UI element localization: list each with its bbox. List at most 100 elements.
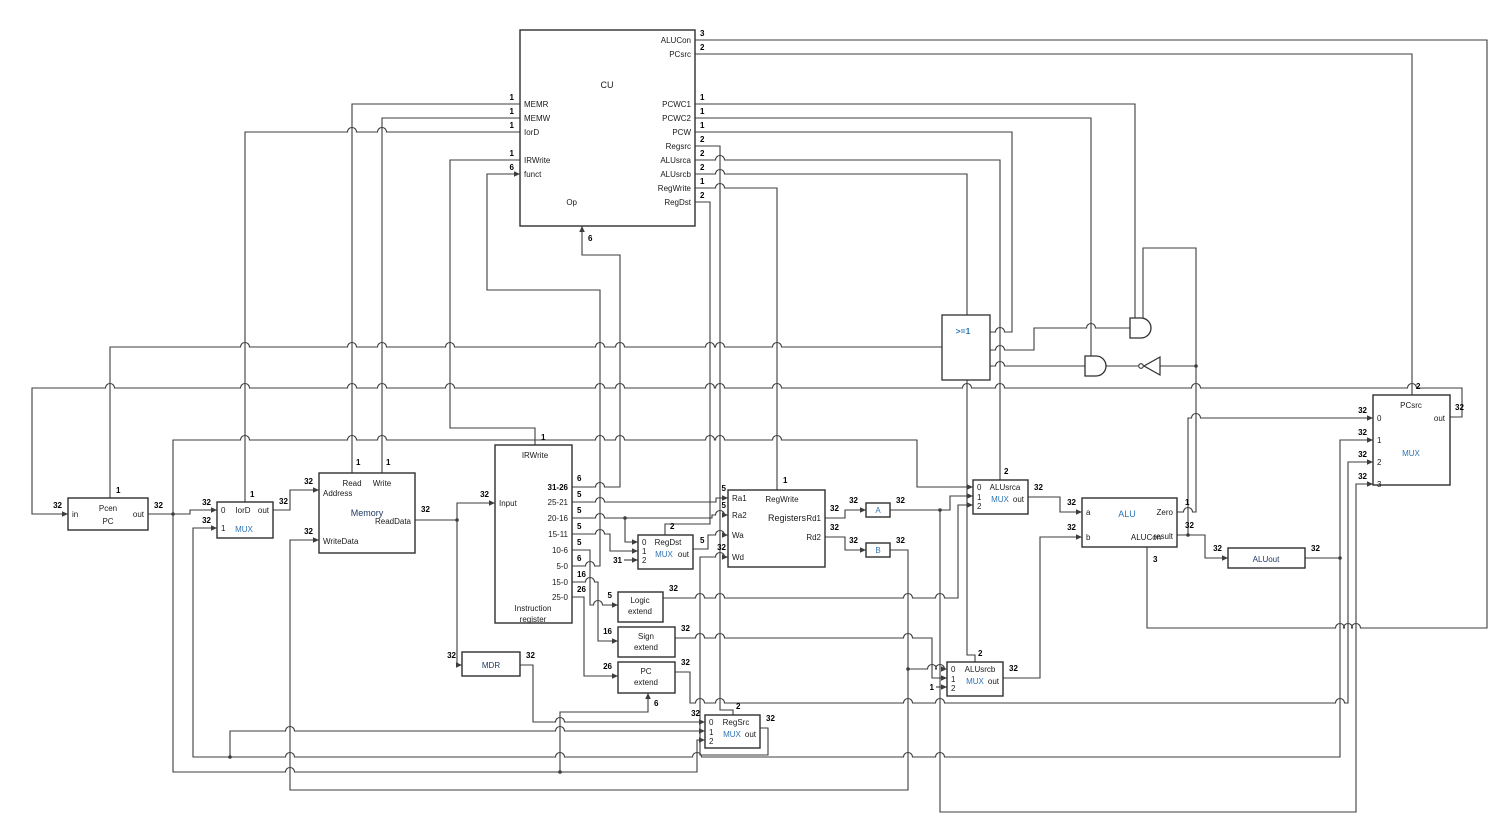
pc-extend-label: 6 (654, 699, 659, 708)
alusrca-mux-label: 0 (977, 483, 982, 492)
control-unit-label: IorD (524, 128, 539, 137)
wire-b-alusrcb0 (908, 663, 947, 670)
arrow-result-pcsrc0 (1367, 415, 1373, 421)
control-unit-label: CU (601, 80, 614, 90)
regsrc-mux-label: out (745, 730, 757, 739)
control-unit-label: Regsrc (666, 142, 691, 151)
sign-extend-box (617, 626, 676, 658)
logic-extend-label: extend (628, 607, 652, 616)
control-unit-label: 1 (510, 107, 515, 116)
instruction-register-label: 10-6 (552, 546, 569, 555)
arrow-a-alusrca1 (967, 493, 973, 499)
instruction-register-label: 20-16 (548, 514, 569, 523)
instruction-register-label: 5 (577, 522, 582, 531)
pc-extend-label: PC (640, 667, 651, 676)
memory-label: 32 (304, 477, 313, 486)
wire-alusrca-a (1028, 496, 1082, 513)
pc-register-label: Pcen (99, 504, 117, 513)
wire-regdst-ctl (664, 201, 711, 535)
arrow-aluout-iord1 (211, 525, 217, 531)
alu-label: ALUCon (1131, 533, 1161, 542)
wire-rd1-a (825, 509, 866, 519)
sign-extend-label: 32 (681, 624, 690, 633)
instruction-register-label: Input (499, 499, 518, 508)
arrow-iord-addr (313, 487, 319, 493)
registers-box (727, 489, 826, 568)
pcsrc-mux-label: 32 (1358, 450, 1367, 459)
wire-result-aluout (1177, 534, 1228, 559)
junction-dot (906, 667, 910, 671)
instruction-register-box (494, 444, 573, 624)
arrow-aluout-regsrc1 (699, 728, 705, 734)
pcsrc-mux-label: PCsrc (1400, 401, 1422, 410)
control-unit-label: IRWrite (524, 156, 551, 165)
control-unit-label: MEMR (524, 100, 549, 109)
alu-label: 32 (1067, 523, 1076, 532)
b-register-label: 32 (849, 536, 858, 545)
sign-extend-label: Sign (638, 632, 654, 641)
regdst-mux-label: 0 (642, 538, 647, 547)
pcsrc-mux-label: out (1434, 414, 1446, 423)
instruction-register-label: 5-0 (556, 562, 568, 571)
wire-i1511-regdst1 (572, 528, 638, 552)
junction-dots (171, 364, 1342, 774)
alusrca-mux-label: ALUsrca (990, 483, 1021, 492)
instruction-register-label: 5 (577, 506, 582, 515)
regdst-mux-label: 1 (642, 547, 647, 556)
instruction-register-label: 15-11 (548, 530, 568, 539)
pcsrc-mux-label: 1 (1377, 436, 1382, 445)
registers-label: RegWrite (765, 495, 799, 504)
control-unit-label: 1 (510, 93, 515, 102)
regdst-mux-label: 2 (642, 556, 647, 565)
pc-extend-box (617, 661, 676, 694)
alusrca-mux-label: 2 (977, 502, 982, 511)
wire-alusrca-ctl (695, 154, 1001, 480)
registers-label: 32 (830, 523, 839, 532)
wire-alucon (695, 39, 1488, 629)
instruction-register-label: 5 (577, 490, 582, 499)
junction-dot (455, 518, 459, 522)
arrow-aluout-pcsrc1 (1367, 437, 1373, 443)
wire-rd2-b (825, 536, 866, 551)
wire-aluout-iord1 (192, 527, 1341, 758)
a-register-label: A (875, 506, 881, 515)
alu-label: 32 (1185, 521, 1194, 530)
junction-dot (938, 508, 942, 512)
control-unit-label: Op (566, 198, 577, 207)
b-register-label: B (875, 546, 880, 555)
mdr-register-box (461, 651, 521, 677)
and-gate-upper (1129, 317, 1152, 339)
logic-extend-label: Logic (630, 596, 649, 605)
junction-dot (623, 516, 627, 520)
regsrc-mux-label: 2 (709, 737, 714, 746)
memory-label: 32 (304, 527, 313, 536)
control-unit-label: 2 (700, 149, 705, 158)
mdr-register-label: 32 (447, 651, 456, 660)
arrow-pcsrcmux-pc (62, 511, 68, 517)
registers-label: Registers (768, 513, 807, 523)
iord-mux-label: 32 (202, 516, 211, 525)
regsrc-mux-label: 32 (766, 714, 775, 723)
and-gate-lower (1084, 355, 1107, 377)
arrow-b-alusrcb0 (941, 666, 947, 672)
regdst-mux-label: 2 (670, 522, 675, 531)
wire-pc-bits-pcext (559, 693, 649, 772)
pc-register-label: in (72, 510, 78, 519)
instruction-register-label: 25-21 (548, 498, 569, 507)
alusrcb-mux-label: MUX (966, 677, 984, 686)
iord-mux-box (216, 501, 274, 539)
not-gate-bubble (1138, 363, 1144, 369)
control-unit-label: 1 (510, 121, 515, 130)
wire-memr (351, 103, 520, 473)
instruction-register-label: 6 (577, 554, 582, 563)
pcsrc-mux-label: 2 (1416, 382, 1421, 391)
arrow-readdata-mdr (456, 662, 462, 668)
wire-regwrite-ctl (695, 182, 778, 490)
b-register-label: 32 (896, 536, 905, 545)
iord-mux-label: MUX (235, 525, 253, 534)
